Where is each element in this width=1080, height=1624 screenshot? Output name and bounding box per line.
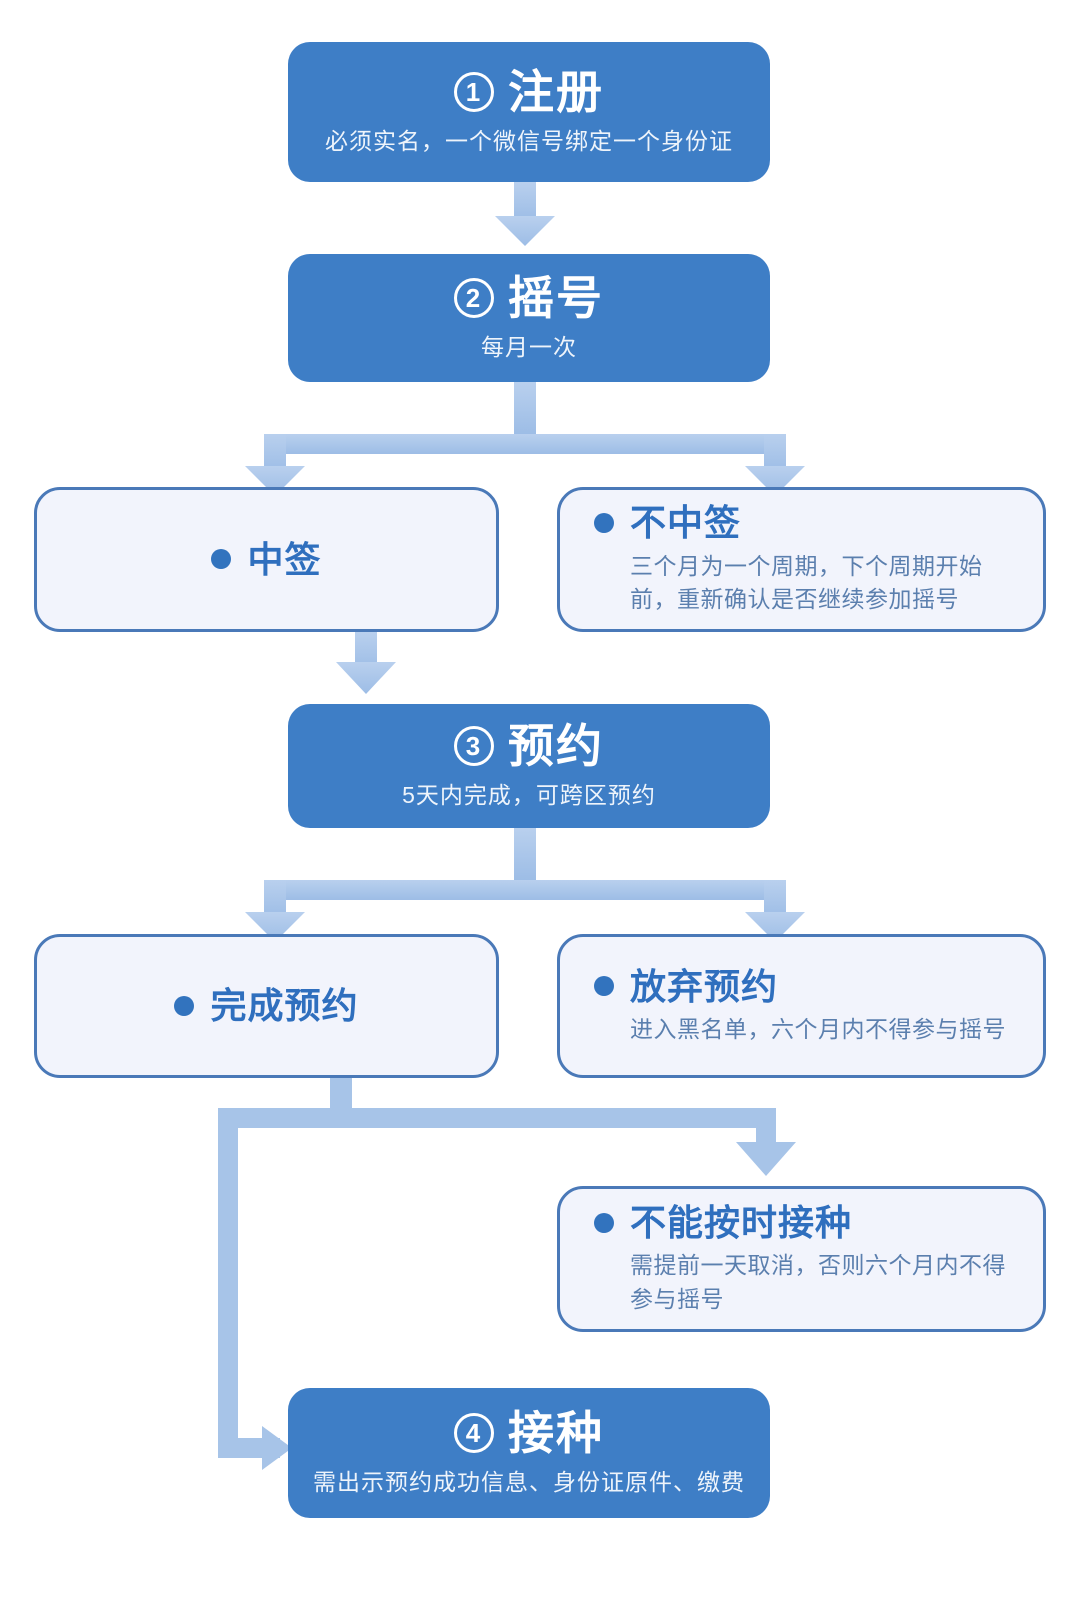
step-label: 摇号 — [508, 271, 604, 324]
step-subtitle-register: 必须实名，一个微信号绑定一个身份证 — [325, 128, 733, 155]
connector-win-to-step3 — [336, 632, 396, 694]
connector-step2-split — [245, 382, 805, 496]
outcome-label: 中签 — [247, 538, 322, 580]
step-label: 接种 — [508, 1406, 604, 1459]
step-subtitle-lottery: 每月一次 — [481, 334, 577, 361]
step-number-badge: 4 — [454, 1413, 494, 1454]
bullet-icon — [174, 995, 195, 1016]
outcome-box-late[interactable]: 不能按时接种 需提前一天取消，否则六个月内不得参与摇号 — [557, 1186, 1046, 1332]
outcome-box-lose[interactable]: 不中签 三个月为一个周期，下个周期开始前，重新确认是否继续参加摇号 — [557, 487, 1046, 632]
step-box-register[interactable]: 1 注册 必须实名，一个微信号绑定一个身份证 — [288, 42, 770, 182]
outcome-desc-abandon: 进入黑名单，六个月内不得参与摇号 — [630, 1016, 1006, 1043]
bullet-icon — [594, 976, 614, 997]
step-subtitle-appointment: 5天内完成，可跨区预约 — [402, 782, 656, 809]
outcome-label: 不中签 — [630, 502, 742, 544]
step-label: 注册 — [508, 65, 604, 118]
step-number-badge: 3 — [454, 726, 494, 767]
outcome-label: 放弃预约 — [630, 965, 779, 1007]
outcome-box-booked[interactable]: 完成预约 — [34, 934, 499, 1078]
step-number-badge: 2 — [454, 278, 494, 319]
outcome-title-lose: 不中签 — [594, 502, 1017, 543]
outcome-desc-lose: 三个月为一个周期，下个周期开始前，重新确认是否继续参加摇号 — [630, 552, 983, 613]
bullet-icon — [594, 1212, 614, 1233]
step-title-vaccinate: 4 接种 — [454, 1408, 604, 1459]
connector-step3-split — [245, 828, 805, 942]
step-box-appointment[interactable]: 3 预约 5天内完成，可跨区预约 — [288, 704, 770, 828]
outcome-box-win[interactable]: 中签 — [34, 487, 499, 632]
outcome-title-win: 中签 — [211, 539, 321, 580]
bullet-icon — [594, 513, 614, 534]
outcome-title-abandon: 放弃预约 — [594, 966, 1017, 1007]
outcome-box-abandon[interactable]: 放弃预约 进入黑名单，六个月内不得参与摇号 — [557, 934, 1046, 1078]
outcome-title-booked: 完成预约 — [174, 985, 358, 1026]
outcome-label: 不能按时接种 — [630, 1201, 853, 1243]
step-box-vaccinate[interactable]: 4 接种 需出示预约成功信息、身份证原件、缴费 — [288, 1388, 770, 1518]
connector-step1-to-step2 — [495, 182, 555, 246]
step-subtitle-vaccinate: 需出示预约成功信息、身份证原件、缴费 — [313, 1469, 745, 1496]
step-title-lottery: 2 摇号 — [454, 273, 604, 324]
step-number-badge: 1 — [454, 72, 494, 113]
bullet-icon — [211, 549, 232, 570]
step-label: 预约 — [508, 719, 604, 772]
outcome-desc-late: 需提前一天取消，否则六个月内不得参与摇号 — [630, 1252, 1006, 1312]
outcome-label: 完成预约 — [210, 985, 359, 1027]
outcome-title-late: 不能按时接种 — [594, 1202, 1017, 1243]
step-title-register: 1 注册 — [454, 67, 604, 118]
step-title-appointment: 3 预约 — [454, 721, 604, 772]
step-box-lottery[interactable]: 2 摇号 每月一次 — [288, 254, 770, 382]
